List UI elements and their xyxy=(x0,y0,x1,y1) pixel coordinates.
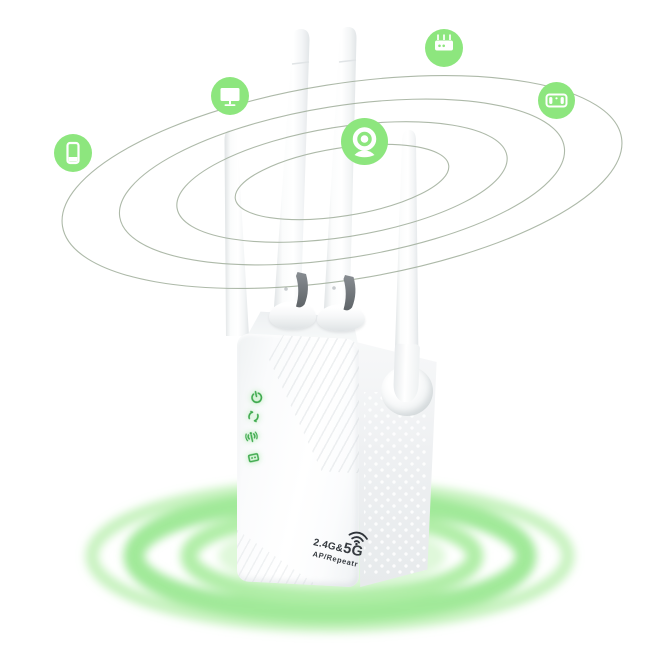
antenna-base-right xyxy=(317,304,365,331)
game-console-icon xyxy=(538,82,575,119)
webcam-glyph xyxy=(352,127,377,158)
vent-hole-pattern xyxy=(364,392,428,576)
antenna-screw-dot xyxy=(332,286,336,290)
orbit-ring-1 xyxy=(61,75,623,289)
antenna-joint-line xyxy=(291,61,310,65)
monitor-icon xyxy=(211,77,249,115)
hinge-hook-left xyxy=(296,272,308,308)
webcam-icon xyxy=(341,118,388,165)
antenna-rear-left xyxy=(224,130,249,336)
orbit-ring-4 xyxy=(234,143,450,221)
wifi-arcs-icon xyxy=(348,531,368,546)
game-console-glyph xyxy=(545,93,568,108)
product-label: 2.4G&5G AP/Repeatr xyxy=(290,514,389,574)
smartphone-glyph xyxy=(66,141,80,165)
gloss-streaks-top xyxy=(269,333,359,474)
antenna-screw-dot xyxy=(284,287,288,291)
antenna-base-left xyxy=(269,301,316,329)
antenna-front-right xyxy=(323,27,357,316)
orbit-ring-3 xyxy=(176,121,508,243)
monitor-glyph xyxy=(220,88,240,106)
power-led-icon xyxy=(248,388,266,406)
hinge-hook-right xyxy=(343,275,356,311)
signal-led-icon xyxy=(243,428,261,446)
antenna-joint-line xyxy=(338,59,357,63)
router-icon xyxy=(425,29,463,67)
orbit-ring-2 xyxy=(118,98,566,266)
antenna-rear-right-lower xyxy=(392,343,421,403)
wps-led-icon xyxy=(245,408,263,426)
lan-led-icon xyxy=(245,449,263,467)
router-glyph xyxy=(435,34,453,51)
smartphone-icon xyxy=(54,134,92,172)
